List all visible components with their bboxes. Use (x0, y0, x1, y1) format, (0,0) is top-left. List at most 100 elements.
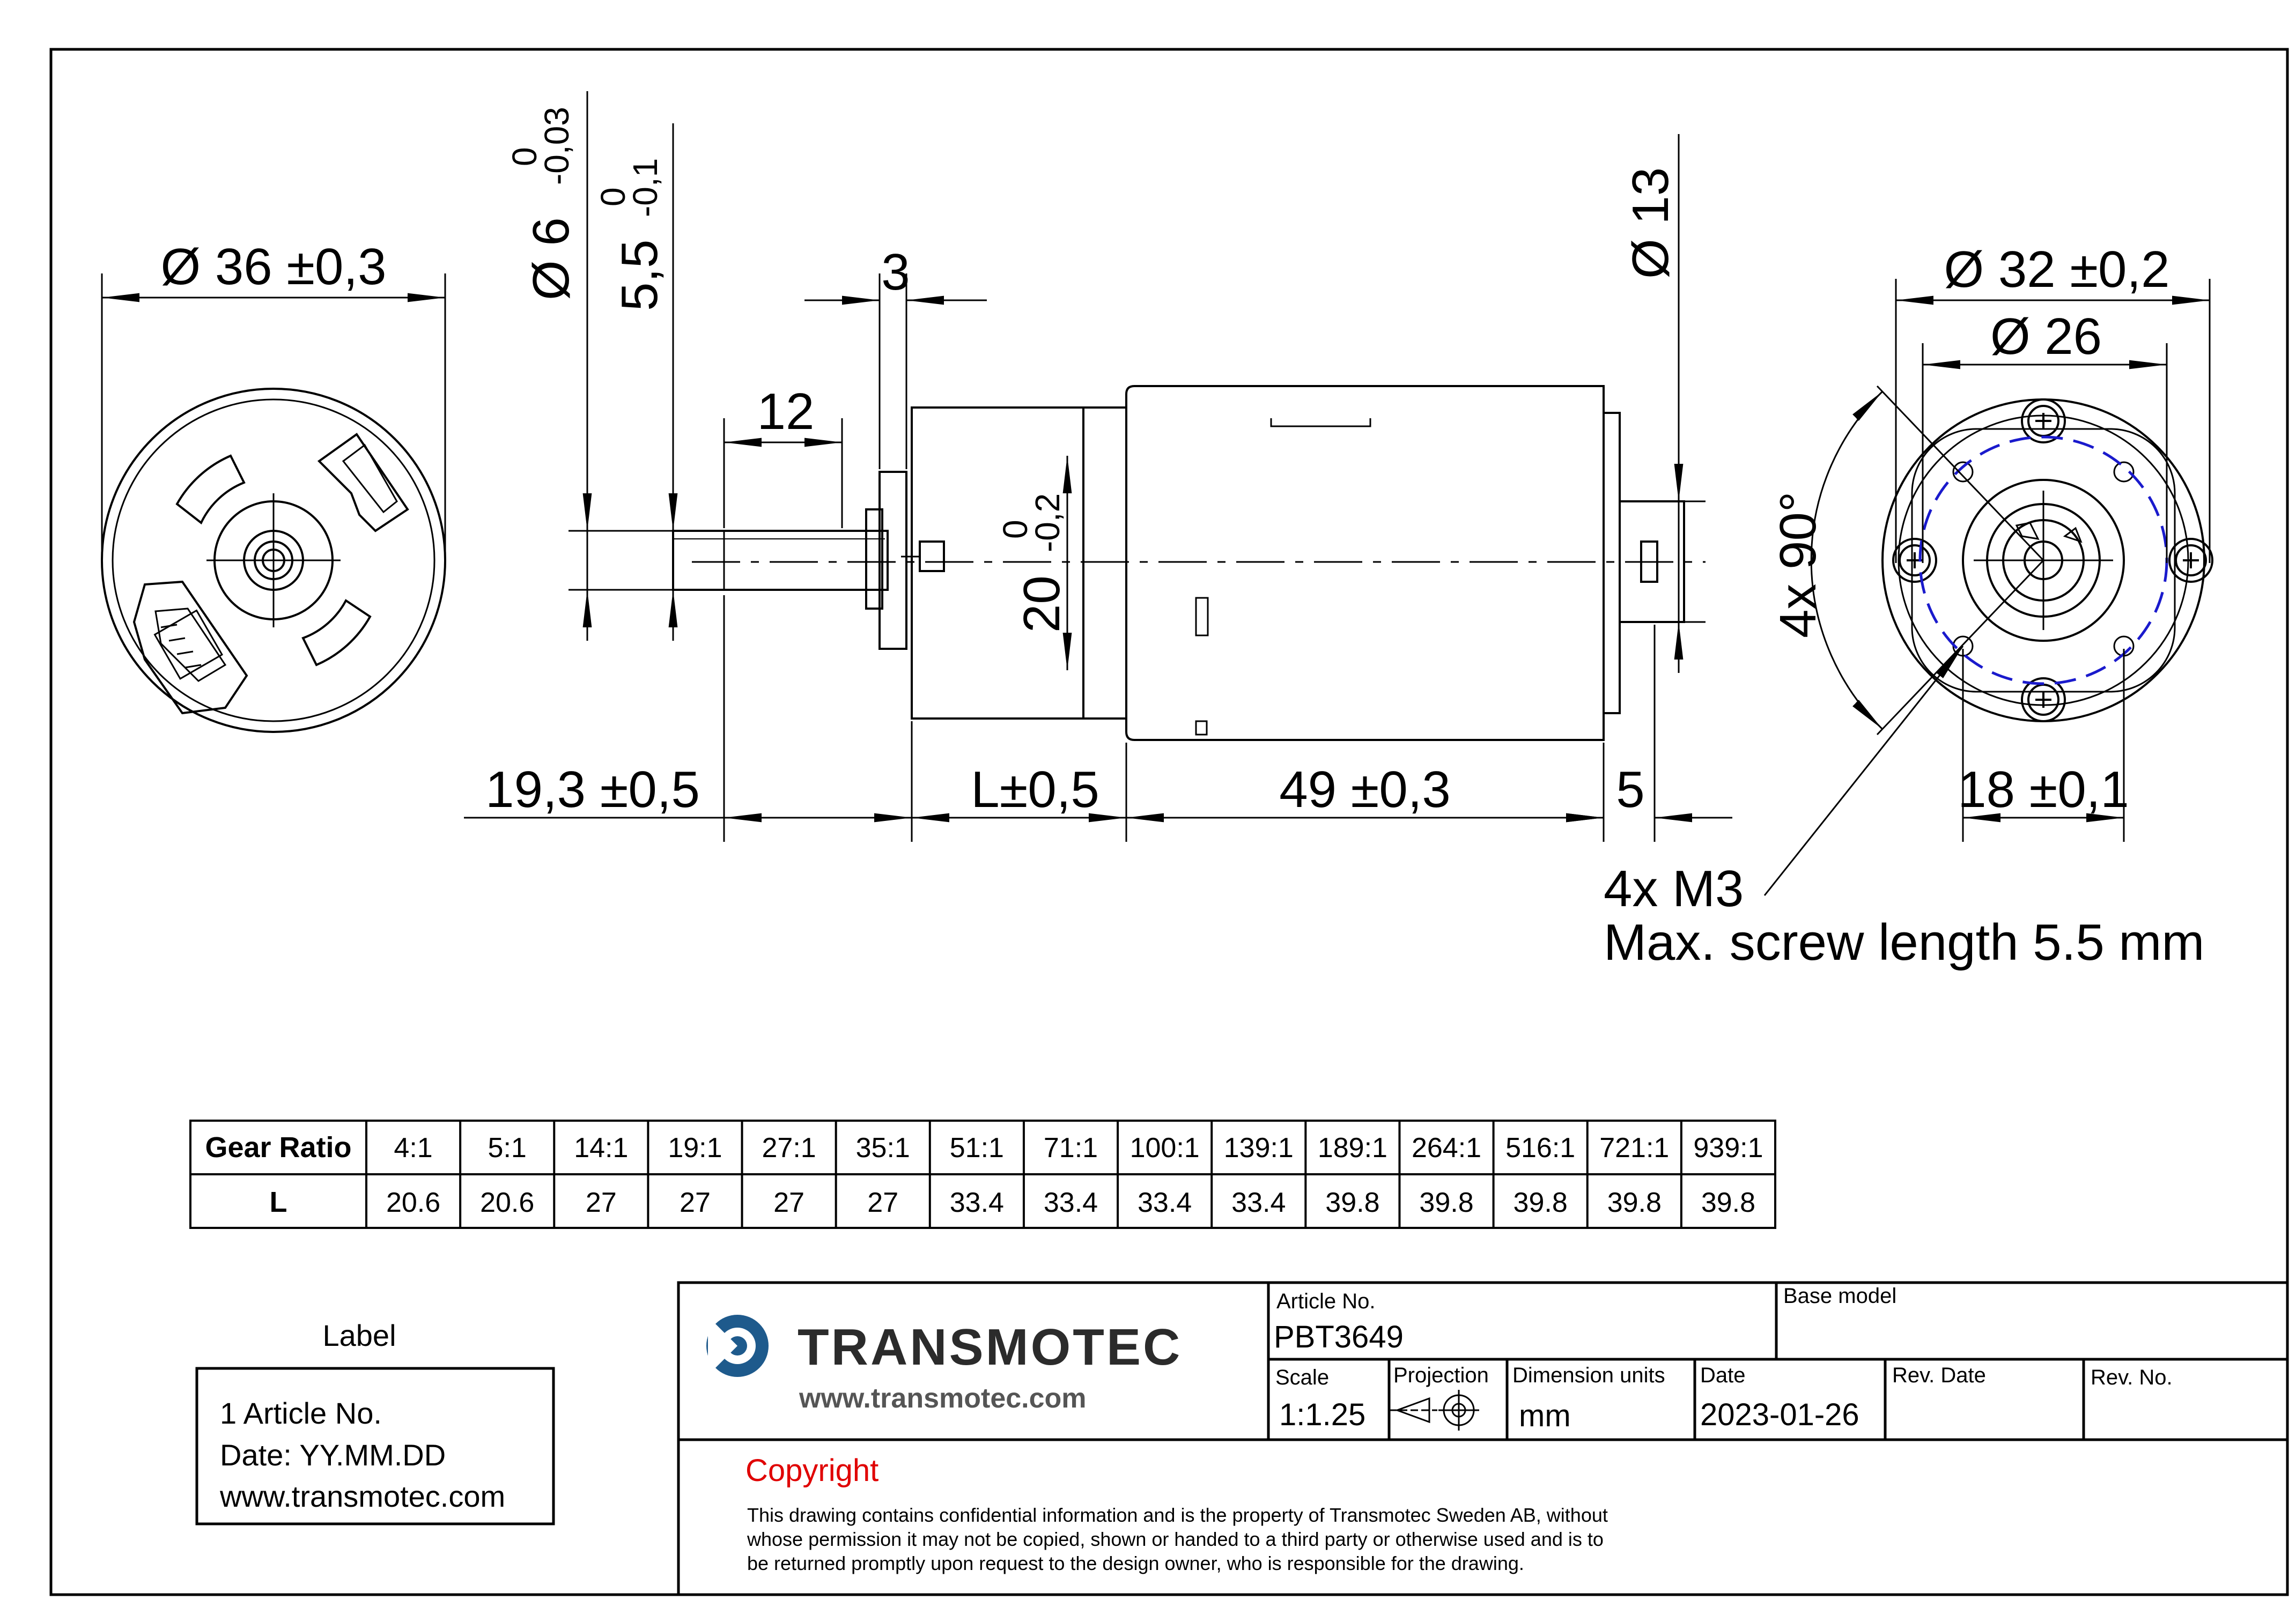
transmotec-logo-icon (706, 1315, 769, 1377)
gear-length-cell: 27 (867, 1187, 898, 1218)
copyright-line-1: This drawing contains confidential infor… (747, 1504, 1608, 1526)
base-model-label: Base model (1783, 1284, 1896, 1308)
svg-text:20: 20 (1013, 575, 1071, 633)
dim-L-text: L±0,5 (971, 761, 1099, 818)
screw-leader (1763, 646, 1964, 896)
label-title: Label (322, 1319, 396, 1352)
dim-d32-text: Ø 32 ±0,2 (1944, 241, 2170, 298)
note-screws: 4x M3 (1604, 860, 1744, 917)
dim-3-text: 3 (881, 243, 910, 301)
gear-ratio-cell: 51:1 (950, 1132, 1004, 1164)
label-line-2: Date: YY.MM.DD (220, 1438, 446, 1472)
gear-ratio-cell: 189:1 (1318, 1132, 1387, 1164)
dim-193-text: 19,3 ±0,5 (485, 761, 700, 818)
screw-right-icon (2168, 538, 2213, 583)
gear-ratio-cell: 721:1 (1599, 1132, 1669, 1164)
gear-length-cell: 27 (773, 1187, 804, 1218)
dim-3 (804, 273, 987, 469)
svg-text:-0,2: -0,2 (1028, 493, 1067, 552)
gear-length-cell: 39.8 (1607, 1187, 1662, 1218)
scale-value: 1:1.25 (1279, 1397, 1365, 1432)
gear-length-cell: 39.8 (1419, 1187, 1473, 1218)
date-label: Date (1700, 1364, 1746, 1387)
gear-ratio-cell: 139:1 (1224, 1132, 1294, 1164)
left-end-view (101, 388, 446, 733)
dim-horizontal-chain (464, 595, 1732, 842)
gear-length-cell: 33.4 (950, 1187, 1004, 1218)
svg-text:-0,03: -0,03 (537, 107, 576, 185)
gear-ratio-cell: 264:1 (1412, 1132, 1481, 1164)
gear-length-cell: 39.8 (1701, 1187, 1755, 1218)
dim-d20: 20 0 -0,2 (996, 493, 1071, 633)
dim-49-text: 49 ±0,3 (1279, 761, 1451, 818)
label-line-1: 1 Article No. (220, 1396, 382, 1430)
gear-ratio-cell: 71:1 (1044, 1132, 1098, 1164)
label-line-3: www.transmotec.com (219, 1479, 505, 1513)
dim-5-text: 5 (1616, 761, 1644, 818)
gear-table-header-L: L (270, 1186, 287, 1218)
dim-d36: Ø 36 ±0,3 (101, 238, 446, 558)
right-end-view (1881, 398, 2213, 722)
svg-text:Ø 13: Ø 13 (1622, 167, 1679, 279)
dim-d32-d26 (1895, 279, 2211, 563)
copyright-line-3: be returned promptly upon request to the… (747, 1552, 1524, 1574)
title-block (677, 1281, 2289, 1596)
brand-website: www.transmotec.com (799, 1383, 1087, 1414)
gear-ratio-cell: 939:1 (1693, 1132, 1763, 1164)
gear-length-cell: 39.8 (1325, 1187, 1379, 1218)
svg-text:Ø 6: Ø 6 (522, 217, 580, 300)
article-label: Article No. (1276, 1290, 1376, 1313)
dim-d36-text: Ø 36 ±0,3 (161, 238, 387, 295)
dim-d13-label: Ø 13 (1622, 167, 1679, 279)
gear-length-cell: 33.4 (1138, 1187, 1192, 1218)
svg-text:-0,1: -0,1 (626, 158, 665, 217)
svg-text:0: 0 (505, 147, 544, 166)
copyright-title: Copyright (745, 1453, 878, 1488)
gear-ratio-table (189, 1120, 1776, 1229)
units-value: mm (1519, 1398, 1571, 1433)
svg-text:0: 0 (996, 520, 1035, 539)
screw-top-icon (2021, 398, 2066, 443)
dim-d6: Ø 6 0 -0,03 (505, 107, 580, 300)
screw-left-icon (1892, 538, 1937, 583)
gear-ratio-cell: 14:1 (574, 1132, 628, 1164)
projection-label: Projection (1393, 1364, 1489, 1387)
gear-length-cell: 27 (586, 1187, 617, 1218)
gear-length-cell: 20.6 (480, 1187, 534, 1218)
gear-ratio-cell: 516:1 (1505, 1132, 1575, 1164)
rev-no-label: Rev. No. (2091, 1366, 2173, 1389)
dim-18-text: 18 ±0,1 (1958, 761, 2129, 818)
svg-text:5,5: 5,5 (611, 240, 668, 311)
gear-ratio-cell: 27:1 (762, 1132, 816, 1164)
note-screw-length: Max. screw length 5.5 mm (1604, 914, 2204, 971)
dim-d13 (1674, 134, 1706, 673)
svg-text:0: 0 (594, 187, 632, 206)
gear-ratio-cell: 35:1 (856, 1132, 910, 1164)
dim-12-text: 12 (757, 383, 815, 440)
units-label: Dimension units (1512, 1364, 1665, 1387)
date-value: 2023-01-26 (1700, 1397, 1859, 1432)
first-angle-projection-icon (1389, 1390, 1479, 1431)
gear-length-cell: 39.8 (1514, 1187, 1568, 1218)
gear-table-header-ratio: Gear Ratio (205, 1131, 351, 1164)
gear-length-cell: 33.4 (1231, 1187, 1286, 1218)
dim-shaft-diameters (569, 91, 837, 641)
rev-date-label: Rev. Date (1892, 1364, 1986, 1387)
gear-table-cells: 4:120.65:120.614:12719:12727:12735:12751… (386, 1132, 1763, 1218)
dim-18 (1962, 649, 2125, 842)
brand-name: TRANSMOTEC (798, 1319, 1182, 1376)
svg-text:4x 90°: 4x 90° (1769, 492, 1827, 638)
gear-ratio-cell: 4:1 (394, 1132, 432, 1164)
gear-ratio-cell: 19:1 (668, 1132, 722, 1164)
dim-d55: 5,5 0 -0,1 (594, 158, 668, 311)
label-box (195, 1367, 555, 1525)
gear-ratio-cell: 100:1 (1130, 1132, 1200, 1164)
dim-12 (723, 418, 843, 528)
article-value: PBT3649 (1274, 1320, 1404, 1354)
gear-length-cell: 27 (680, 1187, 711, 1218)
dim-4x90-label: 4x 90° (1769, 492, 1827, 638)
gear-length-cell: 20.6 (386, 1187, 440, 1218)
side-view (672, 385, 1706, 741)
copyright-line-2: whose permission it may not be copied, s… (747, 1528, 1604, 1550)
